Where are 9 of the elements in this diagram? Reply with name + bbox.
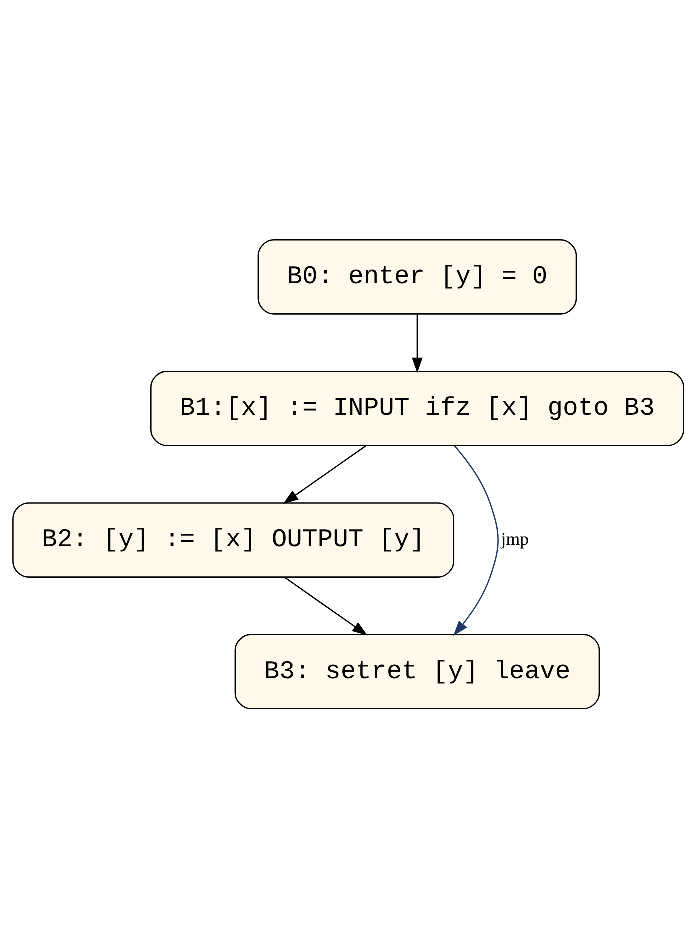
arrow [412, 314, 423, 374]
node-box: B0: enter [y] = 0 [258, 239, 578, 315]
node-box: B1:[x] := INPUT ifz [x] goto B3 [150, 371, 684, 446]
arrow [283, 445, 367, 504]
edge-label: jmp [501, 529, 530, 550]
arrow [284, 576, 368, 636]
node-box: B2: [y] := [x] OUTPUT [y] [12, 502, 455, 578]
node-box: B3: setret [y] leave [234, 634, 600, 710]
arrow [454, 446, 499, 636]
